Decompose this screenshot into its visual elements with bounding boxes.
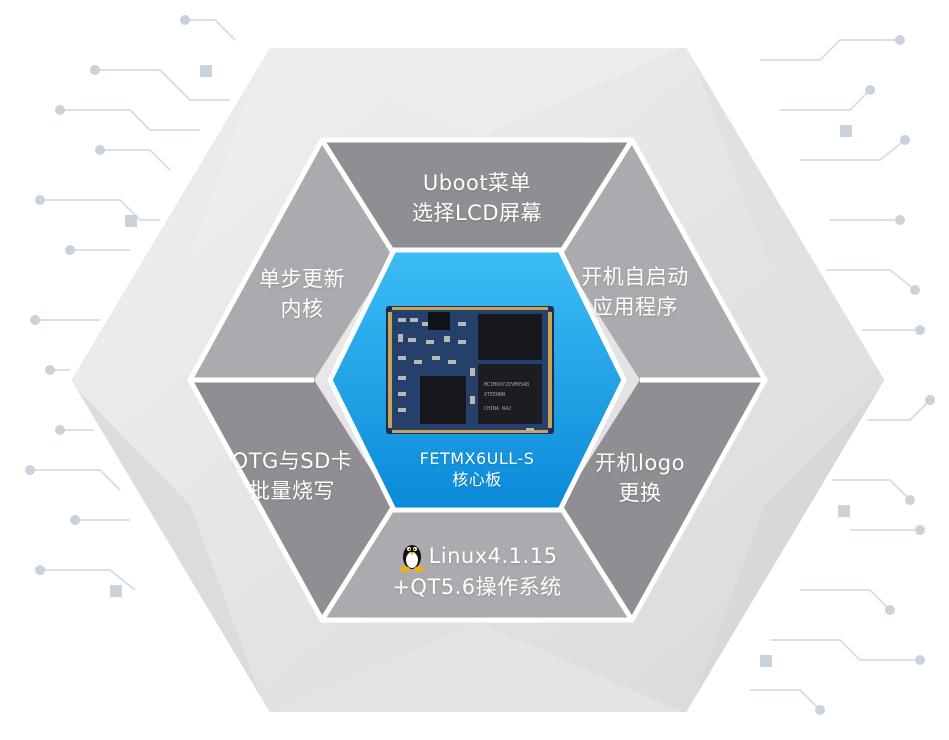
center-subtitle: 核心板 — [452, 470, 502, 489]
segment-upper-left-line2: 内核 — [280, 297, 324, 321]
segment-top-shape — [322, 140, 632, 254]
segment-lower-left-line2: 批量烧写 — [249, 479, 335, 503]
segment-bottom-line2: +QT5.6操作系统 — [392, 575, 562, 599]
segment-lower-right-shape — [560, 380, 765, 620]
segment-lower-right-label: 开机logo 更换 — [570, 448, 710, 508]
segment-upper-left-label: 单步更新 内核 — [232, 264, 372, 324]
svg-text:XTEENNN: XTEENNN — [484, 392, 505, 398]
segment-upper-right-shape — [560, 140, 765, 380]
segment-lower-right-line1: 开机logo — [595, 451, 685, 475]
circuit-pads — [25, 15, 935, 715]
segment-shapes — [187, 137, 768, 623]
center-label: FETMX6ULL-S 核心板 — [377, 448, 577, 490]
segment-upper-right-label: 开机自启动 应用程序 — [560, 262, 710, 322]
core-board-image: MCIMX6Y2DVM05AB XTEENNN CHINA N42 — [386, 306, 554, 434]
segment-upper-left-line1: 单步更新 — [259, 267, 345, 291]
segment-lower-left-label: OTG与SD卡 批量烧写 — [217, 446, 367, 506]
segment-bottom-label: Linux4.1.15 +QT5.6操作系统 — [347, 540, 607, 602]
segment-top-line1: Uboot菜单 — [422, 171, 532, 195]
segment-upper-right-line2: 应用程序 — [592, 295, 678, 319]
segment-lower-left-line1: OTG与SD卡 — [231, 449, 353, 473]
segment-upper-left-shape — [190, 140, 394, 380]
segment-lower-right-line2: 更换 — [618, 481, 662, 505]
svg-text:MCIMX6Y2DVM05AB: MCIMX6Y2DVM05AB — [484, 382, 529, 388]
center-title: FETMX6ULL-S — [419, 449, 535, 468]
svg-text:CHINA N42: CHINA N42 — [484, 406, 511, 412]
segment-bottom-line1: Linux4.1.15 — [428, 544, 558, 568]
segment-bottom-line1-row: Linux4.1.15 — [347, 540, 607, 572]
segment-top-label: Uboot菜单 选择LCD屏幕 — [367, 168, 587, 228]
segment-top-line2: 选择LCD屏幕 — [411, 201, 543, 225]
segment-upper-right-line1: 开机自启动 — [581, 265, 689, 289]
segment-bottom-shape — [322, 506, 632, 620]
circuit-traces — [30, 19, 931, 711]
linux-penguin-icon — [399, 545, 424, 572]
segment-lower-left-shape — [190, 380, 394, 620]
